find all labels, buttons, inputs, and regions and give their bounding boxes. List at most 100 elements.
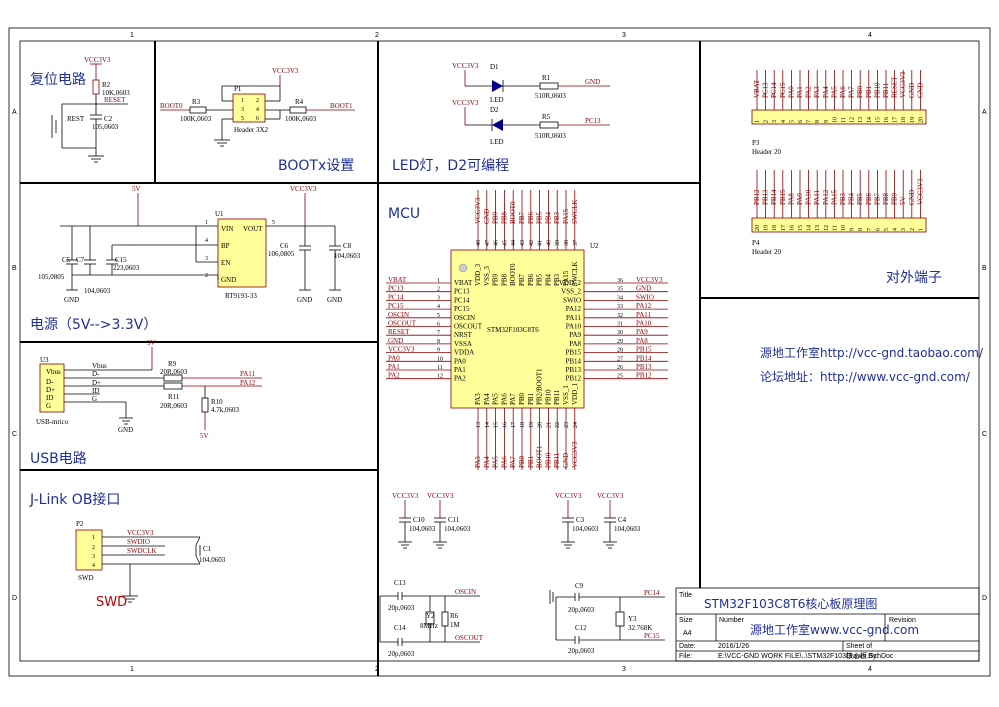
drawing-file: E:\VCC-GND WORK FILE\..\STM32F103核心板.Sch… [718,651,894,660]
vcc-label: VCC3V3 [272,67,299,75]
svg-text:File:: File: [679,653,692,660]
mcu-pin-name: VDD_1 [571,382,579,405]
mcu-pin-number: 12 [437,374,443,380]
svg-text:ID: ID [46,394,53,402]
header-net: VCC3V3 [899,71,907,98]
frame-row-label: A [982,109,987,116]
header-pin-number: 7 [867,228,873,231]
mcu-left-net: RESET [388,328,410,336]
forum-link[interactable]: 论坛地址：http://www.vcc-gnd.com/ [760,370,971,384]
svg-text:Y2: Y2 [426,612,435,620]
svg-text:BP: BP [221,242,230,250]
mcu-pin-name: PC14 [454,296,470,304]
mcu-bottom-net: PB10 [544,452,552,468]
svg-text:6: 6 [256,116,259,122]
mcu-right-net: PA11 [636,311,652,319]
mcu-pin-name: PA2 [454,375,466,383]
header-pin-number: 13 [815,225,821,231]
mcu-bottom-net: PA7 [509,456,517,468]
mcu-pin-number: 31 [617,322,623,328]
outer-frame [8,27,991,677]
mcu-pin-name: SWCLK [571,262,579,287]
c15-ref: C15 [115,256,127,264]
svg-text:1: 1 [92,535,95,541]
mcu-pin-name: PA10 [566,323,582,331]
mcu-top-net: PB9 [492,211,500,224]
swd-part: SWD [78,574,94,582]
5v-label: 5V [132,185,141,193]
mcu-pin-name: PA11 [566,314,582,322]
mcu-pin-name: NRST [454,331,473,339]
mcu-pin-number: 20 [538,422,544,428]
mcu-top-net: VCC3V3 [474,197,482,224]
svg-text:SWDCLK: SWDCLK [127,547,157,555]
mcu-pin-name: VSS_2 [561,288,581,296]
vcc-label: VCC3V3 [84,56,111,64]
mcu-right-net: VCC3V3 [636,276,663,284]
resistor-r3 [189,106,207,114]
header-pin-number: 18 [772,225,778,231]
header-p1 [232,93,266,123]
mcu-pin-name: PA8 [569,340,581,348]
mcu-pin-number: 28 [617,348,623,354]
header-pin-number: 4 [893,228,899,231]
cap-value: 104,0603 [444,525,471,533]
led-d1-icon [492,80,503,92]
resistor-r6 [441,611,449,627]
resistor-r1 [539,82,559,90]
svg-text:OSCIN: OSCIN [455,588,476,596]
mcu-top-net: BOOT0 [509,201,517,224]
svg-text:4: 4 [205,238,208,244]
mcu-pin-name: PB4 [544,273,552,286]
r1-ref: R1 [542,74,551,82]
mcu-pin-name: PB14 [565,357,581,365]
resistor-r4 [289,106,307,114]
reset-button-label: REST [67,115,85,123]
mcu-pin-number: 7 [437,330,440,336]
svg-text:D-: D- [92,370,100,378]
mcu-pin-number: 23 [564,422,570,428]
header-pin-number: 16 [789,225,795,231]
header-pin-number: 14 [807,225,813,231]
mcu-pin-name: PB13 [565,366,581,374]
header-pin-number: 4 [781,120,787,123]
frame-col-label: 2 [375,32,379,39]
svg-text:D+: D+ [92,379,101,387]
mcu-pin-name: PB3 [553,273,561,286]
cap-ref: C10 [413,516,425,524]
studio-link[interactable]: 源地工作室http://vcc-gnd.taobao.com/ [760,345,984,360]
header-pin-number: 1 [755,120,761,123]
header-pin-number: 8 [815,120,821,123]
svg-text:3: 3 [241,107,244,113]
svg-text:P3: P3 [752,139,760,147]
r5-ref: R5 [542,113,551,121]
frame-row-label: A [12,109,17,116]
mcu-pin-number: 3 [437,295,440,301]
mcu-pin-name: PC13 [454,288,470,296]
header-net: PC15 [779,82,787,98]
header-net: PB7 [873,192,881,205]
mcu-left-net: PA2 [388,372,400,380]
header-pin-number: 20 [918,117,924,123]
svg-text:PA12: PA12 [240,379,256,387]
reset-section-title: 复位电路 [30,71,86,88]
header-pin-number: 2 [910,228,916,231]
mcu-pin-number: 8 [437,339,440,345]
mcu-pin-number: 14 [485,422,491,428]
svg-text:PA11: PA11 [240,370,256,378]
mcu-bottom-net: PA4 [483,456,491,468]
mcu-pin-name: PB2/BOOT1 [536,368,544,405]
resistor-r10 [201,397,209,413]
mcu-top-net: PB5 [536,211,544,224]
header-net: PA12 [822,189,830,205]
led-section-title: LED灯，D2可编程 [392,158,509,174]
frame-col-label: 4 [868,32,872,39]
vcc-label: VCC3V3 [290,185,317,193]
mcu-left-net: PA0 [388,354,400,362]
header-net: PB13 [762,189,770,205]
header-net: VCC3V3 [916,178,924,205]
header-net: PC13 [762,82,770,98]
led-d2-icon [492,119,503,131]
mcu-bottom-net: VCC3V3 [571,441,579,468]
